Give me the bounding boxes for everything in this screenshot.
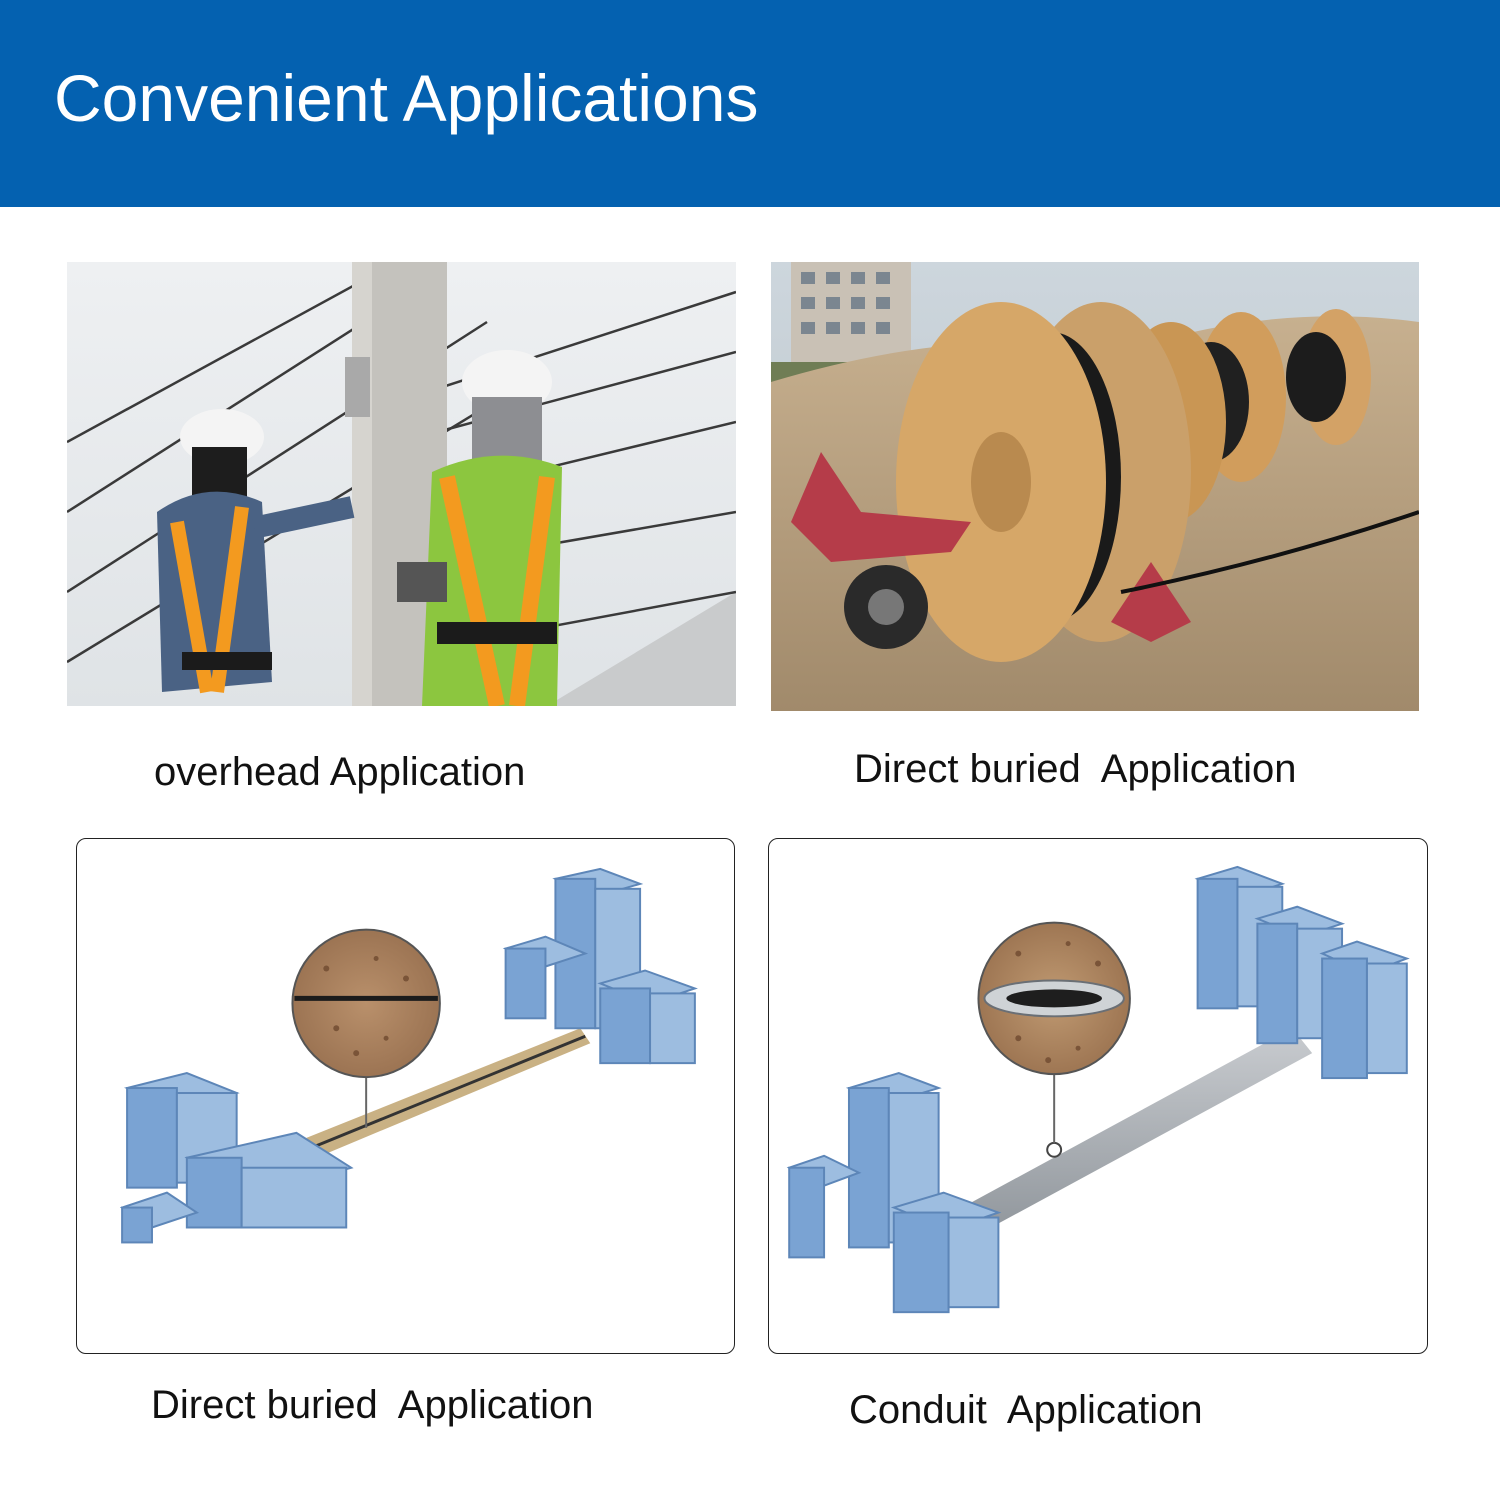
conduit-diagram [768, 838, 1428, 1354]
caption-direct-buried-diagram: Direct buried Application [151, 1383, 594, 1427]
direct-buried-diagram [76, 838, 735, 1354]
caption-conduit: Conduit Application [849, 1388, 1203, 1432]
header-banner: Convenient Applications [0, 0, 1500, 207]
overhead-application-photo [67, 262, 736, 706]
caption-overhead: overhead Application [154, 750, 526, 794]
page-title: Convenient Applications [54, 61, 759, 135]
caption-direct-buried-photo: Direct buried Application [854, 747, 1297, 791]
direct-buried-photo [771, 262, 1419, 711]
